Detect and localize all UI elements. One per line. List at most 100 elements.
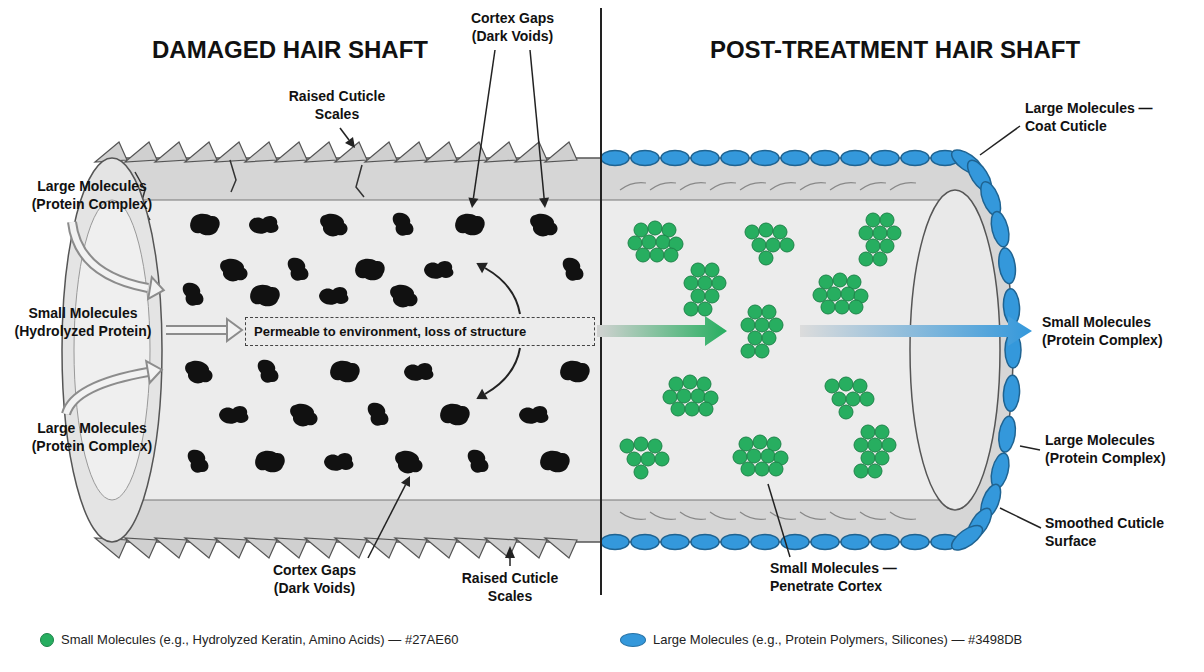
void: [250, 285, 280, 307]
coat-molecule: [691, 535, 719, 550]
cuticle-callout: Raised Cuticle Scales: [282, 88, 392, 123]
coat-molecule: [661, 535, 689, 550]
scale: [515, 538, 547, 558]
molecule-callout: Large Molecules (Protein Complex): [22, 178, 162, 213]
coat-molecule: [988, 210, 1012, 249]
coat-molecule: [901, 151, 929, 166]
scale: [425, 538, 457, 558]
scale: [455, 538, 487, 558]
small-molecule-clusters: [620, 213, 901, 479]
coat-molecule: [871, 151, 899, 166]
void: [219, 406, 248, 424]
large-molecule-coating: [601, 145, 1021, 554]
void: [320, 214, 347, 237]
scale: [125, 142, 157, 162]
leader-line: [1000, 508, 1041, 528]
cuticle-layer: [112, 158, 1013, 542]
void: [563, 258, 584, 281]
arrow-fill: [72, 222, 148, 288]
void: [188, 450, 209, 473]
cortex-boundary: [112, 200, 955, 500]
leader-lines: [340, 50, 1041, 566]
scale: [305, 142, 337, 162]
scale: [215, 538, 247, 558]
arrow-head: [505, 546, 515, 558]
leader-line: [340, 128, 349, 140]
coat-molecule: [721, 151, 749, 166]
molecule-cluster: [620, 437, 669, 479]
void: [540, 451, 570, 473]
void: [220, 259, 247, 282]
void: [288, 258, 309, 281]
scale: [395, 142, 427, 162]
coat-molecule: [901, 535, 929, 550]
scale: [545, 538, 577, 558]
legend-text: Small Molecules (e.g., Hydrolyzed Kerati…: [61, 632, 458, 647]
legend-swatch: [40, 633, 54, 647]
scale: [305, 538, 337, 558]
cuticle-callout: Smoothed Cuticle Surface: [1045, 515, 1170, 550]
molecule-cluster: [741, 305, 783, 358]
void: [424, 261, 453, 279]
coat-molecule: [811, 151, 839, 166]
scale: [515, 142, 547, 162]
molecule-cluster: [859, 213, 901, 266]
void: [255, 451, 285, 473]
divider-line: [600, 8, 602, 595]
arrow-head: [345, 137, 355, 148]
coat-molecule: [781, 151, 809, 166]
penetration-arrow: [800, 316, 1032, 346]
void: [249, 216, 278, 234]
scale: [455, 142, 487, 162]
coat-molecule: [751, 151, 779, 166]
dashed-note-box: Permeable to environment, loss of struct…: [245, 317, 595, 346]
scale: [365, 142, 397, 162]
molecule-callout: Large Molecules (Protein Complex): [1045, 432, 1195, 467]
arrow-head: [146, 361, 162, 383]
note-text: Permeable to environment, loss of struct…: [254, 324, 526, 341]
leader-line: [980, 126, 1020, 155]
scale: [545, 142, 577, 162]
scale: [155, 538, 187, 558]
leader-line: [509, 558, 511, 566]
void: [560, 361, 590, 383]
arrow-head: [468, 197, 478, 208]
coat-molecule: [948, 521, 987, 555]
scale: [485, 538, 517, 558]
arrow-head: [148, 277, 164, 299]
scale: [155, 142, 187, 162]
coat-molecule: [721, 535, 749, 550]
section-heading: POST-TREATMENT HAIR SHAFT: [650, 36, 1140, 65]
legend-item: Small Molecules (e.g., Hydrolyzed Kerati…: [40, 632, 458, 647]
molecule-cluster: [813, 273, 868, 314]
void: [440, 404, 470, 426]
void: [390, 285, 417, 308]
molecule-callout: Large Molecules (Protein Complex): [22, 420, 162, 455]
scale: [335, 538, 367, 558]
void: [395, 451, 422, 474]
coat-molecule: [601, 151, 629, 166]
void: [290, 404, 317, 427]
scale: [245, 142, 277, 162]
coat-molecule: [631, 151, 659, 166]
cortex: [112, 200, 955, 500]
section-heading: DAMAGED HAIR SHAFT: [80, 36, 500, 65]
void: [519, 406, 548, 424]
scale: [215, 142, 247, 162]
leader-line: [473, 50, 495, 198]
molecule-callout: Small Molecules (Protein Complex): [1042, 314, 1192, 349]
molecule-callout: Small Molecules (Hydrolyzed Protein): [4, 305, 162, 340]
cuticle-callout: Large Molecules — Coat Cuticle: [1025, 100, 1180, 135]
leader-line: [368, 485, 406, 558]
arrow-fill: [166, 327, 229, 333]
arrow-head: [476, 389, 488, 399]
arrow-head: [476, 263, 488, 273]
molecule-cluster: [628, 221, 683, 262]
coat-molecule: [841, 535, 869, 550]
void: [368, 403, 389, 426]
scale: [275, 142, 307, 162]
void: [183, 283, 204, 306]
scale: [485, 142, 517, 162]
